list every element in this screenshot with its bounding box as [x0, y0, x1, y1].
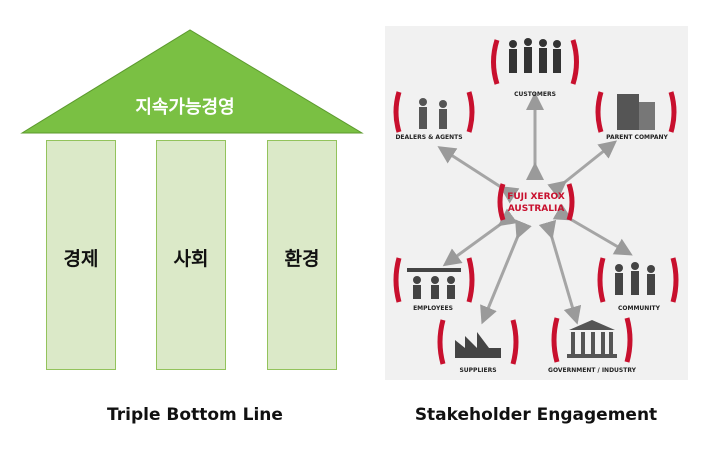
employees-people-icon: [407, 268, 461, 299]
office-building-icon: [617, 94, 655, 130]
stakeholder-engagement-diagram: FUJI XEROX AUSTRALIA CUSTOMERS PARENT CO: [385, 26, 688, 380]
stakeholder-engagement-caption: Stakeholder Engagement: [414, 405, 658, 425]
government-building-icon: [567, 320, 617, 358]
connection-arrows: [437, 92, 633, 325]
triple-bottom-line-diagram: 지속가능경영 경제 사회 환경: [0, 0, 370, 400]
factory-icon: [455, 332, 501, 358]
pillar-environment: 환경: [267, 140, 337, 370]
government-industry-label: GOVERNMENT / INDUSTRY: [548, 367, 637, 374]
community-people-icon: [615, 262, 655, 295]
pillar-label-society: 사회: [173, 248, 209, 270]
pillar-label-environment: 환경: [284, 248, 320, 270]
pillar-society: 사회: [156, 140, 226, 370]
center-label-line2: AUSTRALIA: [508, 204, 565, 214]
center-node: FUJI XEROX AUSTRALIA: [497, 183, 575, 221]
dealers-people-icon: [419, 98, 447, 129]
customers-label: CUSTOMERS: [514, 91, 556, 98]
parent-company-node: PARENT COMPANY: [595, 91, 677, 141]
stakeholder-svg: FUJI XEROX AUSTRALIA CUSTOMERS PARENT CO: [385, 26, 688, 380]
suppliers-label: SUPPLIERS: [459, 367, 496, 374]
employees-label: EMPLOYEES: [413, 305, 453, 312]
suppliers-node: SUPPLIERS: [437, 319, 519, 374]
triple-bottom-line-caption: Triple Bottom Line: [107, 405, 283, 425]
employees-node: EMPLOYEES: [393, 257, 475, 312]
customers-people-icon: [509, 38, 561, 73]
community-node: COMMUNITY: [597, 257, 679, 312]
dealers-agents-node: DEALERS & AGENTS: [393, 91, 475, 141]
customers-node: CUSTOMERS: [491, 38, 579, 98]
dealers-agents-label: DEALERS & AGENTS: [395, 134, 462, 141]
pillar-label-economy: 경제: [63, 248, 99, 270]
center-label-line1: FUJI XEROX: [507, 192, 565, 202]
community-label: COMMUNITY: [618, 305, 661, 312]
roof-title: 지속가능경영: [135, 97, 235, 118]
pillar-economy: 경제: [46, 140, 116, 370]
government-industry-node: GOVERNMENT / INDUSTRY: [548, 317, 637, 374]
parent-company-label: PARENT COMPANY: [606, 134, 668, 141]
roof-shape: [20, 29, 364, 134]
